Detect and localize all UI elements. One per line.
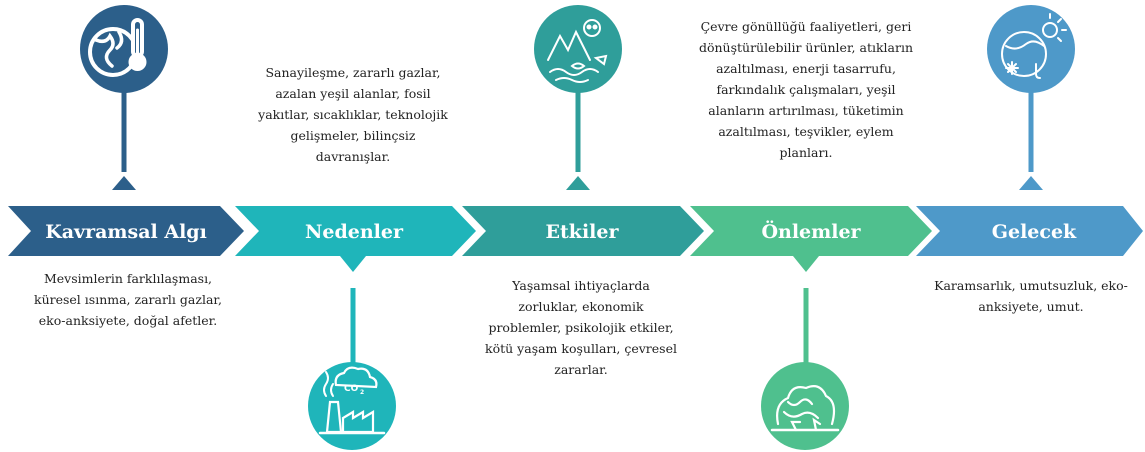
earth-thermometer-icon [88, 18, 147, 77]
step-5-description: Karamsarlık, umutsuzluk, eko- anksiyete,… [934, 278, 1128, 314]
step-3-pointer [566, 176, 590, 190]
step-4-description: Çevre gönüllüğü faaliyetleri, geri dönüş… [698, 19, 914, 160]
step-4-label: Önlemler [761, 220, 861, 243]
step-2-arrow [235, 206, 476, 256]
step-3-description: Yaşamsal ihtiyaçlarda zorluklar, ekonomi… [485, 278, 677, 377]
step-2: Nedenler CO 2 [235, 206, 476, 450]
svg-text:2: 2 [360, 389, 364, 396]
step-1-pointer [112, 176, 136, 190]
step-3-icon-circle [534, 5, 622, 93]
step-1-description: Mevsimlerin farklılaşması, küresel ısınm… [34, 271, 222, 328]
step-4-arrow [690, 206, 932, 256]
step-4-pointer [793, 256, 819, 272]
step-1-icon-circle [80, 5, 168, 93]
step-5-pointer [1019, 176, 1043, 190]
polluted-nature-icon [547, 19, 608, 83]
svg-text:CO: CO [344, 384, 359, 394]
step-2-icon-circle [308, 362, 396, 450]
step-1: Kavramsal Algı [8, 5, 244, 256]
step-4-icon-circle [761, 362, 849, 450]
step-5-icon-circle [987, 5, 1075, 93]
step-1-label: Kavramsal Algı [45, 221, 207, 243]
step-4: Önlemler [690, 206, 932, 450]
step-2-pointer [340, 256, 366, 272]
step-3: Etkiler [462, 5, 704, 256]
climate-globe-icon [1001, 13, 1067, 79]
step-1-arrow [8, 206, 244, 256]
step-5-label: Gelecek [992, 221, 1077, 243]
step-2-description: Sanayileşme, zararlı gazlar, azalan yeşi… [258, 65, 448, 164]
factory-co2-icon: CO 2 [318, 366, 386, 435]
step-5-arrow [916, 206, 1143, 256]
step-5: Gelecek [916, 5, 1143, 256]
step-3-label: Etkiler [546, 221, 620, 243]
green-earth-icon [770, 385, 840, 432]
step-2-label: Nedenler [305, 221, 404, 243]
step-3-arrow [462, 206, 704, 256]
